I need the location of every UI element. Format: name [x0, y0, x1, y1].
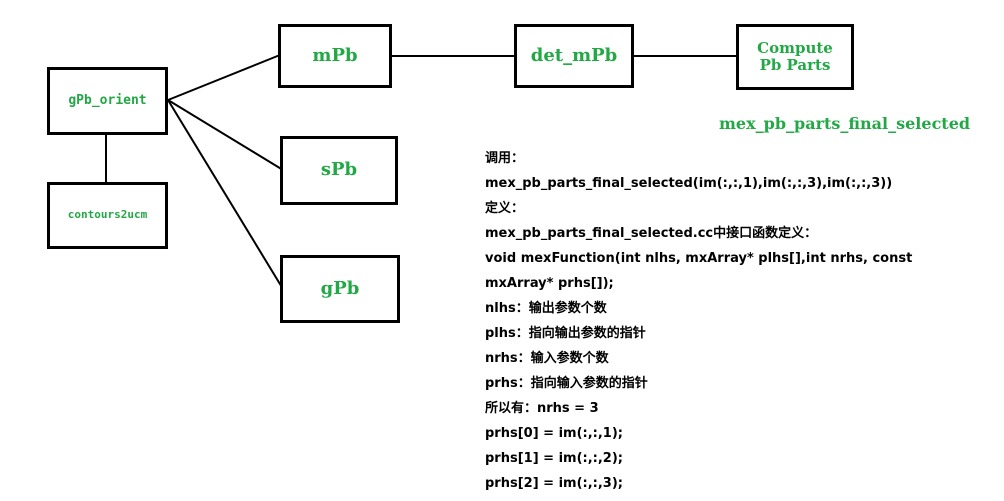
notes-list: 调用： mex_pb_parts_final_selected(im(:,:,1… — [485, 146, 995, 496]
notes-line: 调用： — [485, 151, 525, 166]
spb-label: sPb — [320, 159, 358, 181]
gpb-orient-node: gPb_orient — [47, 67, 168, 135]
notes-line: prhs[1] = im(:,:,2); — [485, 451, 623, 466]
notes-line: prhs[2] = im(:,:,3); — [485, 476, 623, 491]
notes-line: nrhs：输入参数个数 — [485, 351, 609, 366]
compute-pb-parts-node: Compute Pb Parts — [736, 24, 854, 90]
contours2ucm-label: contours2ucm — [67, 208, 148, 222]
connector-gpb-orient-to-mpb — [167, 54, 281, 101]
notes-line: mxArray* prhs[]); — [485, 276, 614, 291]
notes-line: prhs：指向输入参数的指针 — [485, 376, 648, 391]
notes-line: mex_pb_parts_final_selected.cc中接口函数定义： — [485, 226, 818, 241]
notes-line: 定义： — [485, 201, 525, 216]
function-name-label: mex_pb_parts_final_selected — [719, 114, 971, 133]
det-mpb-label: det_mPb — [530, 44, 618, 66]
notes-line: void mexFunction(int nlhs, mxArray* plhs… — [485, 251, 913, 266]
mpb-label: mPb — [312, 44, 358, 66]
notes-line: 所以有：nrhs = 3 — [485, 401, 599, 416]
contours2ucm-node: contours2ucm — [47, 182, 168, 249]
mpb-node: mPb — [278, 24, 392, 88]
gpb-label: gPb — [320, 277, 360, 299]
gpb-orient-label: gPb_orient — [68, 92, 147, 108]
connector-gpb-orient-to-spb — [167, 99, 284, 171]
notes-line: nlhs：输出参数个数 — [485, 301, 607, 316]
notes-line: plhs：指向输出参数的指针 — [485, 326, 646, 341]
det-mpb-node: det_mPb — [514, 24, 634, 88]
notes-line: mex_pb_parts_final_selected(im(:,:,1),im… — [485, 176, 893, 191]
connector-gpb-orient-to-gpb — [167, 99, 284, 290]
compute-pb-parts-label: Compute Pb Parts — [757, 38, 833, 74]
notes-line: prhs[0] = im(:,:,1); — [485, 426, 623, 441]
gpb-node: gPb — [280, 255, 400, 323]
spb-node: sPb — [280, 136, 398, 205]
